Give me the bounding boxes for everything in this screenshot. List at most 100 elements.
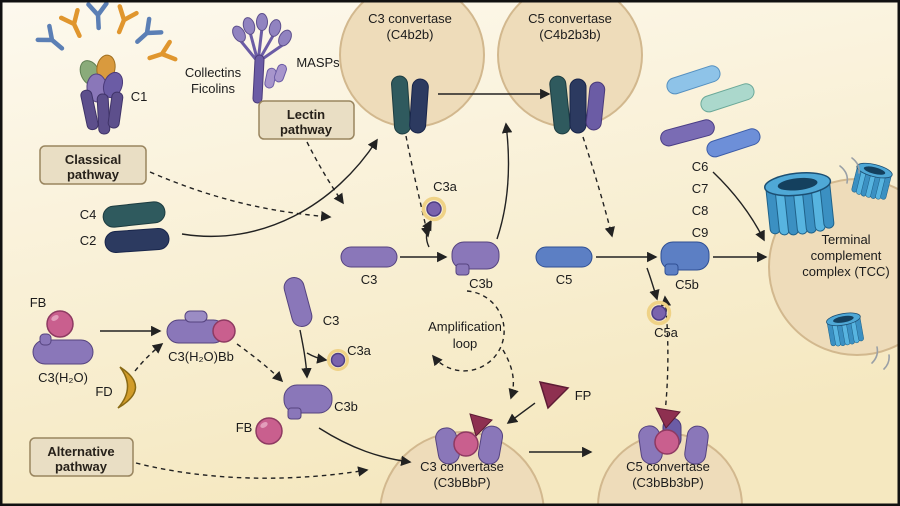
fb-molecule-initial <box>46 310 74 338</box>
lectin-trunk <box>252 54 265 104</box>
arrow-fd-dashed <box>134 343 164 372</box>
label-fb-initial: FB <box>30 295 47 310</box>
classical-pathway-label-1: Classical <box>65 152 121 167</box>
c5-convertase-classical-proteins <box>549 75 606 135</box>
lectin-stalks <box>238 26 286 64</box>
label-fp: FP <box>575 388 592 403</box>
c2-molecule <box>104 227 170 253</box>
alternative-pathway-box: Alternative pathway <box>29 437 134 477</box>
arrow-alternative-pathway-dashed <box>135 462 369 479</box>
c7-molecule <box>700 83 755 113</box>
c3-molecule-tickover <box>283 277 313 327</box>
fp-molecule <box>538 380 570 410</box>
label-c2: C2 <box>80 233 97 248</box>
label-c5-convertase-alt-1: C5 convertase <box>626 459 710 474</box>
label-c3-central: C3 <box>361 272 378 287</box>
c3a-fragment-central <box>421 196 447 222</box>
c3h2obb-complex <box>166 310 236 344</box>
arrow-fp-to-convertase <box>506 402 536 424</box>
label-c3-convertase-alt-1: C3 convertase <box>420 459 504 474</box>
label-c3a-central: C3a <box>433 179 458 194</box>
label-c9: C9 <box>692 225 709 240</box>
c4-molecule <box>102 201 166 228</box>
c5-molecule <box>535 246 593 268</box>
label-c7: C7 <box>692 181 709 196</box>
lectin-complex <box>232 13 292 104</box>
arrow-c5convertase-to-c5-dashed <box>582 136 615 238</box>
label-c5a: C5a <box>654 325 679 340</box>
c3a-fragment-tickover <box>327 349 349 371</box>
pore-insertion-marks <box>839 157 890 370</box>
label-collectins: Collectins <box>185 65 242 80</box>
c3-convertase-classical-proteins <box>391 75 429 135</box>
arrow-c3convertase-to-c3-dashed <box>405 135 432 238</box>
c3-convertase-alternative-proteins <box>435 413 504 465</box>
classical-pathway-label-2: pathway <box>67 167 120 182</box>
alternative-pathway-label-2: pathway <box>55 459 108 474</box>
c3b-molecule-tickover <box>283 384 333 420</box>
label-tcc-2: complement <box>811 248 882 263</box>
label-fb-amplification: FB <box>236 420 253 435</box>
label-c5: C5 <box>556 272 573 287</box>
fd-molecule <box>117 366 137 409</box>
label-masps: MASPs <box>296 55 340 70</box>
arrow-classical-pathway-dashed <box>149 171 332 222</box>
arrow-c3-to-c3b-tickover <box>299 329 312 379</box>
label-c5-convertase-classical-1: C5 convertase <box>528 11 612 26</box>
reaction-arrows <box>100 88 768 479</box>
label-c3-convertase-classical-2: (C4b2b) <box>387 27 434 42</box>
label-c3-convertase-alt-2: (C3bBbP) <box>433 475 490 490</box>
label-c3h2o: C3(H₂O) <box>38 370 88 385</box>
label-c8: C8 <box>692 203 709 218</box>
fb-molecule-amplification <box>255 417 283 445</box>
c3-molecule-central <box>340 246 398 268</box>
label-c4: C4 <box>80 207 97 222</box>
classical-pathway-box: Classical pathway <box>39 145 147 185</box>
arrow-c5a-release <box>646 267 660 301</box>
arrow-c3a-release <box>422 219 432 248</box>
lectin-pathway-label-2: pathway <box>280 122 333 137</box>
terminal-components <box>660 65 761 158</box>
label-ficolins: Ficolins <box>191 81 236 96</box>
label-c5-convertase-classical-2: (C4b2b3b) <box>539 27 600 42</box>
membrane-pore-large <box>762 169 837 239</box>
label-c1: C1 <box>131 89 148 104</box>
fb-highlight-2 <box>260 422 268 428</box>
label-c3-convertase-classical-1: C3 convertase <box>368 11 452 26</box>
c9-molecule <box>706 128 761 158</box>
c1-stalks <box>80 89 124 135</box>
c6-molecule <box>666 65 721 95</box>
arrow-lectin-pathway-dashed <box>306 141 344 205</box>
label-fd: FD <box>95 384 112 399</box>
c3h2o-molecule <box>32 333 94 365</box>
amplification-loop-arrow <box>432 290 505 372</box>
lectin-heads <box>232 13 292 47</box>
label-c3b-central: C3b <box>469 276 493 291</box>
lectin-pathway-label-1: Lectin <box>287 107 325 122</box>
label-c5-convertase-alt-2: (C3bBb3bP) <box>632 475 704 490</box>
arrow-c3b-to-c5convertase <box>496 122 513 240</box>
c3b-molecule-central <box>451 241 500 276</box>
c5-convertase-alternative-proteins <box>638 407 709 465</box>
labels: C3 convertase (C4b2b) C5 convertase (C4b… <box>30 11 890 490</box>
alternative-pathway-label-1: Alternative <box>47 444 114 459</box>
arrow-c6c9-to-tcc <box>712 171 765 242</box>
label-c5b: C5b <box>675 277 699 292</box>
arrow-c4c2-to-c3convertase <box>181 138 378 238</box>
masp-proteins <box>264 63 288 89</box>
arrow-c3bfb-to-c3convertase-alt <box>318 427 412 467</box>
label-tcc-3: complex (TCC) <box>802 264 889 279</box>
label-c6: C6 <box>692 159 709 174</box>
fb-highlight <box>51 315 59 321</box>
arrow-c3h2obb-to-c3b-dashed <box>236 343 284 383</box>
amplification-loop-extension-dashed <box>502 349 519 400</box>
arrow-c3a-release-tickover <box>306 352 328 364</box>
label-amplification-2: loop <box>453 336 478 351</box>
c8-molecule <box>660 119 715 147</box>
c1-complex <box>38 4 175 135</box>
label-tcc-1: Terminal <box>821 232 870 247</box>
label-c3a-tickover: C3a <box>347 343 372 358</box>
lectin-pathway-box: Lectin pathway <box>258 100 355 140</box>
